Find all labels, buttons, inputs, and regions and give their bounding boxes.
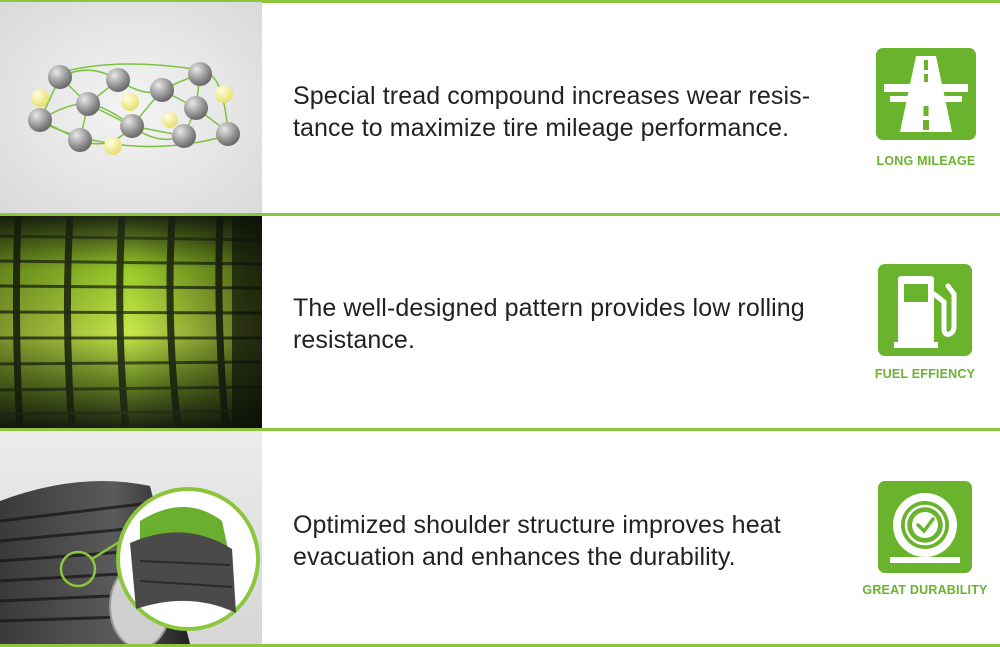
feature-description: Special tread compound increases wear re…: [293, 80, 853, 144]
section-divider: [0, 213, 1000, 216]
description-line-1: The well-designed pattern provides low r…: [293, 294, 805, 322]
badge-label: FUEL EFFIENCY: [874, 367, 976, 381]
badge-label: LONG MILEAGE: [876, 154, 976, 168]
badge-label: GREAT DURABILITY: [862, 583, 988, 597]
tire-tread-image: [0, 216, 262, 429]
feature-description: The well-designed pattern provides low r…: [293, 292, 853, 356]
description-line-2: resistance.: [293, 326, 415, 354]
tire-checkmark-icon: [878, 481, 972, 573]
tire-shoulder-image: [0, 431, 262, 644]
description-line-1: Optimized shoulder structure improves he…: [293, 511, 781, 539]
bottom-divider: [0, 644, 1000, 647]
compound-molecule-image: [0, 2, 262, 215]
description-line-2: tance to maximize tire mileage performan…: [293, 114, 790, 142]
feature-description: Optimized shoulder structure improves he…: [293, 509, 853, 573]
section-divider: [0, 428, 1000, 431]
description-line-2: evacuation and enhances the durability.: [293, 543, 736, 571]
highway-road-icon: [876, 48, 976, 140]
feature-great-durability: Optimized shoulder structure improves he…: [0, 431, 1000, 644]
fuel-pump-icon: [878, 264, 972, 356]
top-divider: [0, 0, 1000, 3]
feature-long-mileage: Special tread compound increases wear re…: [0, 2, 1000, 215]
description-line-1: Special tread compound increases wear re…: [293, 82, 811, 110]
feature-fuel-efficiency: The well-designed pattern provides low r…: [0, 216, 1000, 429]
